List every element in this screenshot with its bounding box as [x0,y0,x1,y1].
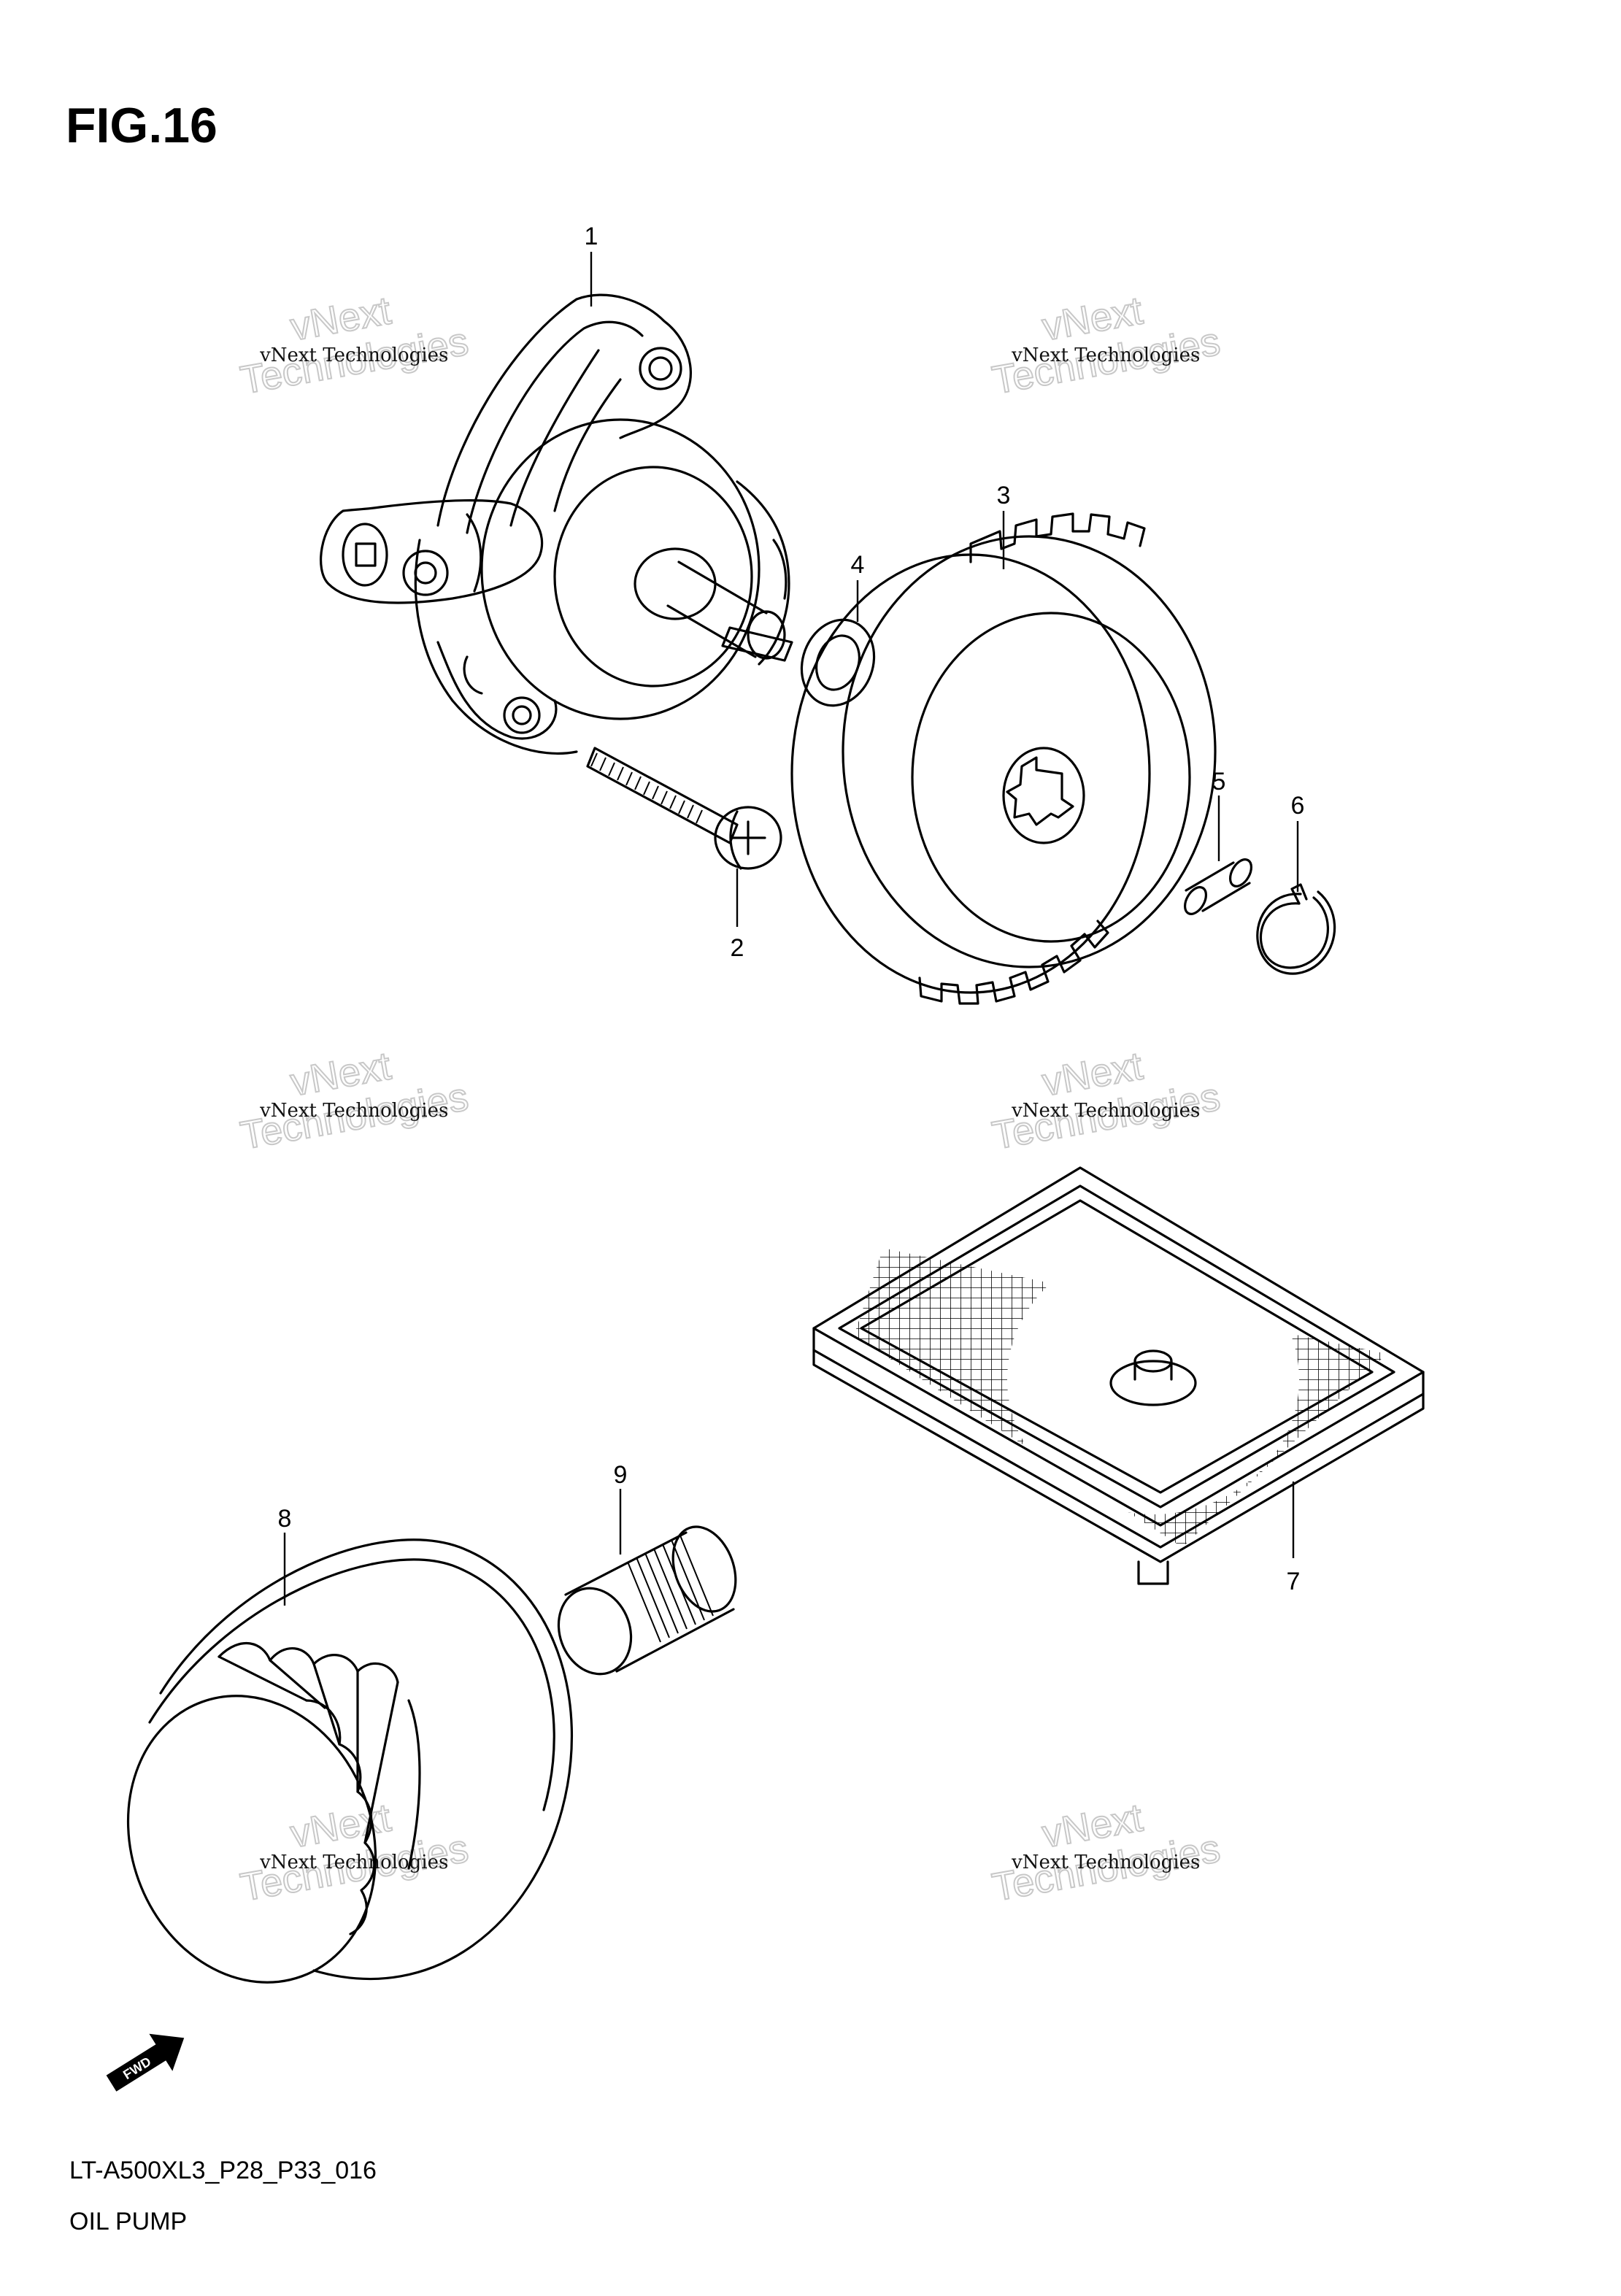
callout-8: 8 [278,1505,292,1533]
leader-lines [283,252,1299,1606]
callout-3: 3 [997,482,1011,509]
watermark-bottom-left: vNext Technologies vNext Technologies [236,1795,472,1910]
callout-9: 9 [614,1461,628,1489]
part-oil-filter [126,1538,574,1984]
callout-4: 4 [851,551,865,579]
part-oil-pump [320,293,793,755]
svg-text:vNext Technologies: vNext Technologies [1011,1852,1200,1873]
diagram-name: OIL PUMP [69,2208,187,2235]
watermark-top-left: vNext Technologies vNext Technologies [236,288,472,403]
callout-2: 2 [731,934,744,962]
callout-1: 1 [585,223,598,250]
figure-title: FIG.16 [66,98,217,153]
part-pin [1183,858,1253,915]
svg-text:vNext Technologies: vNext Technologies [259,1852,448,1873]
part-driven-gear [790,512,1217,1005]
diagram-code: LT-A500XL3_P28_P33_016 [69,2157,377,2184]
watermark-mid-left: vNext Technologies vNext Technologies [236,1043,472,1158]
svg-text:vNext Technologies: vNext Technologies [1011,344,1200,366]
fwd-arrow-icon: FWD [106,2033,185,2092]
watermark-mid-right: vNext Technologies vNext Technologies [988,1043,1224,1158]
part-union [557,1525,737,1676]
watermark-top-right: vNext Technologies vNext Technologies [988,288,1224,403]
watermark-bottom-right: vNext Technologies vNext Technologies [988,1795,1224,1910]
svg-text:vNext Technologies: vNext Technologies [259,1100,448,1122]
svg-text:vNext Technologies: vNext Technologies [259,344,448,366]
part-circlip [1256,883,1336,975]
callout-7: 7 [1287,1568,1301,1595]
callout-5: 5 [1212,768,1226,795]
part-washer [800,618,876,707]
part-strainer [812,1166,1425,1585]
callout-6: 6 [1291,792,1305,820]
part-screw [586,747,782,870]
svg-text:vNext Technologies: vNext Technologies [1011,1100,1200,1122]
